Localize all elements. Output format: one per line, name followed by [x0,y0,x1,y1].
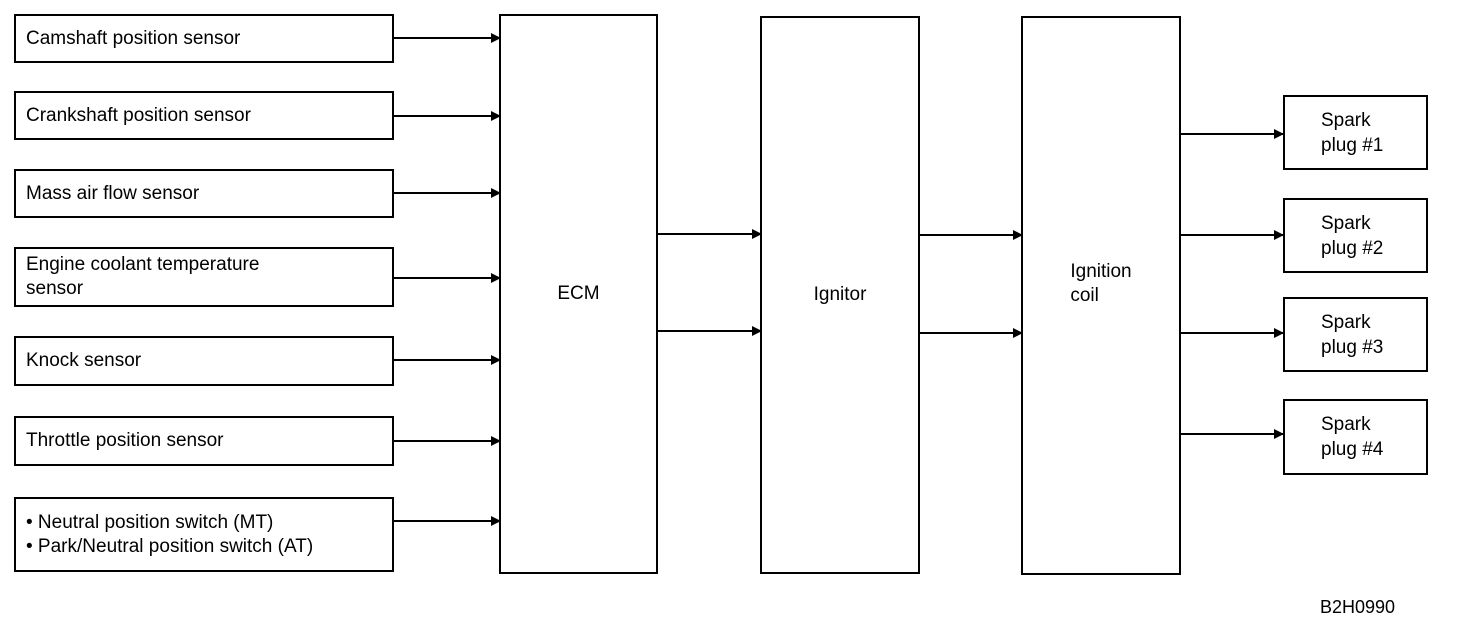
sensor-label-line-1: • Neutral position switch (MT) [26,511,274,533]
sensor-box-throttle-position: Throttle position sensor [14,416,394,466]
sensor-label: Camshaft position sensor [26,27,241,49]
sensor-box-knock: Knock sensor [14,336,394,386]
spark-plug-label-line-1: Spark [1321,414,1371,435]
sensor-label-line-2: sensor [26,278,84,299]
ignition-coil-block: Ignition coil [1021,16,1181,575]
ecm-label: ECM [557,283,600,304]
figure-reference-code: B2H0990 [1320,597,1396,617]
sensor-label: Knock sensor [26,350,142,371]
ignition-coil-label: Ignition coil [1070,260,1132,306]
spark-plug-label-line-2: plug #3 [1321,336,1384,358]
spark-plug-label-line-1: Spark [1321,212,1371,234]
spark-plug-label-line-2: plug #1 [1321,134,1384,156]
sensor-box-mass-air-flow: Mass air flow sensor [14,169,394,218]
sensor-label: Crankshaft position sensor [26,104,251,126]
sensor-box-camshaft: Camshaft position sensor [14,14,394,63]
ignitor-block: Ignitor [760,16,920,574]
sensor-box-crankshaft: Crankshaft position sensor [14,91,394,140]
sensor-label-line-1: Engine coolant temperature [26,254,260,275]
sensor-label-line-2: • Park/Neutral position switch (AT) [26,535,314,557]
ignitor-label: Ignitor [813,284,867,305]
sensor-label: Throttle position sensor [26,430,224,451]
spark-plug-label-line-1: Spark [1321,109,1371,131]
spark-plug-box-4: Spark plug #4 [1283,399,1428,475]
spark-plug-box-1: Spark plug #1 [1283,95,1428,170]
spark-plug-label-line-1: Spark [1321,311,1371,333]
spark-plug-label-line-2: plug #4 [1321,439,1384,460]
sensor-box-engine-coolant-temperature: Engine coolant temperature sensor [14,247,394,307]
sensor-box-neutral-park-switch: • Neutral position switch (MT) • Park/Ne… [14,497,394,572]
sensor-label: Mass air flow sensor [26,182,200,204]
spark-plug-box-2: Spark plug #2 [1283,198,1428,273]
spark-plug-box-3: Spark plug #3 [1283,297,1428,372]
spark-plug-label-line-2: plug #2 [1321,237,1384,259]
ecm-block: ECM [499,14,658,574]
